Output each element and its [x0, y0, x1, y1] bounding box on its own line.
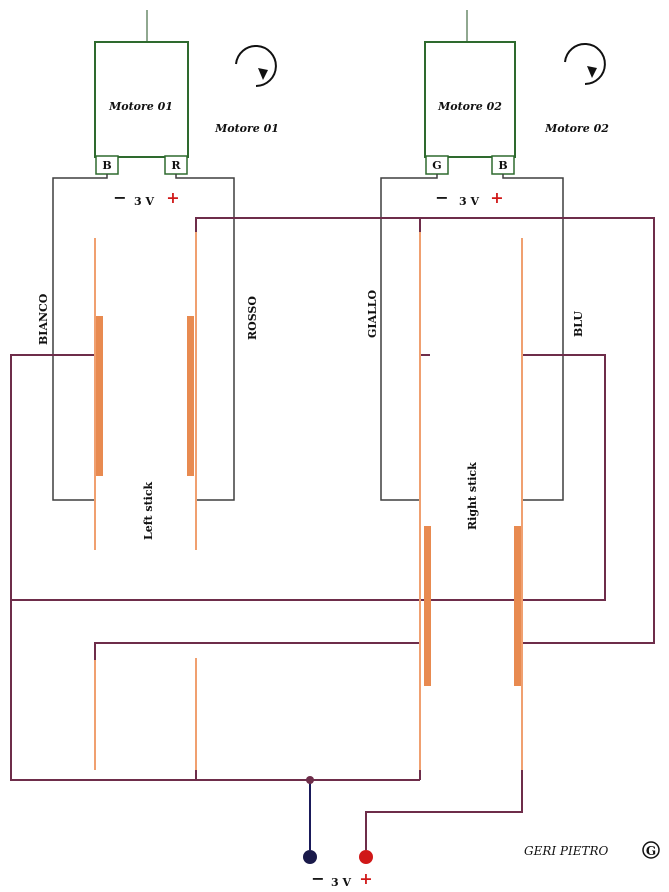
motor-02-plus: + — [490, 188, 503, 207]
motor-01-terminal-right-label: R — [171, 159, 181, 172]
contact-pad — [424, 526, 431, 686]
wire-middle-cross — [11, 354, 606, 601]
wire-label-bianco: BIANCO — [37, 293, 50, 345]
motor-wires — [52, 174, 564, 501]
wire-bianco — [52, 174, 108, 501]
contact-pad — [96, 316, 103, 476]
rotation-arrow-icon — [235, 45, 277, 87]
motor-01-supply: 3 V — [134, 195, 154, 208]
wire-giallo — [380, 174, 438, 501]
battery-voltage: 3 V — [331, 876, 351, 889]
motor-01-group: Motore 01 B R Motore 01 − 3 V + — [94, 10, 279, 208]
contact-pad — [187, 316, 194, 476]
motor-02-name: Motore 02 — [437, 100, 502, 113]
battery-minus-label: − — [311, 869, 324, 888]
wire-label-blu: BLU — [572, 311, 585, 337]
motor-02-group: Motore 02 G B Motore 02 − 3 V + — [424, 10, 609, 208]
motor-02-terminal-right-label: B — [498, 159, 507, 172]
motor-02-caption: Motore 02 — [544, 122, 609, 135]
motor-02-terminal-left-label: G — [432, 159, 441, 172]
contact-pad — [514, 526, 521, 686]
wire-rosso — [175, 174, 235, 501]
wire-blu — [502, 174, 564, 501]
motor-02-supply: 3 V — [459, 195, 479, 208]
wire-label-giallo: GIALLO — [366, 289, 379, 338]
battery-plus-label: + — [359, 869, 372, 888]
wire-left-outer — [10, 354, 420, 781]
motor-01-name: Motore 01 — [108, 100, 173, 113]
wire-battery-plus — [365, 765, 523, 850]
contact-pads — [96, 316, 521, 686]
junction-dot — [306, 776, 314, 784]
motor-01-minus: − — [113, 188, 126, 207]
wire-top-bus — [195, 217, 655, 644]
author-logo: G — [642, 841, 660, 859]
contact-strips — [94, 232, 523, 770]
battery-minus-terminal — [303, 850, 317, 864]
battery-plus-terminal — [359, 850, 373, 864]
wire-lower-bus — [94, 642, 420, 660]
motor-01-caption: Motore 01 — [214, 122, 279, 135]
rotation-arrow-icon — [564, 43, 606, 85]
motor-01-body — [94, 41, 189, 158]
motor-02-body — [424, 41, 516, 158]
motor-01-plus: + — [166, 188, 179, 207]
battery-group: − 3 V + — [303, 850, 373, 889]
svg-text:G: G — [646, 844, 656, 858]
power-wires — [10, 217, 655, 850]
motor-02-minus: − — [435, 188, 448, 207]
motor-01-terminal-left-label: B — [102, 159, 111, 172]
left-stick-label: Left stick — [142, 481, 155, 540]
right-stick-label: Right stick — [466, 462, 479, 530]
author-name: GERI PIETRO — [524, 844, 609, 858]
wire-label-rosso: ROSSO — [246, 296, 259, 340]
